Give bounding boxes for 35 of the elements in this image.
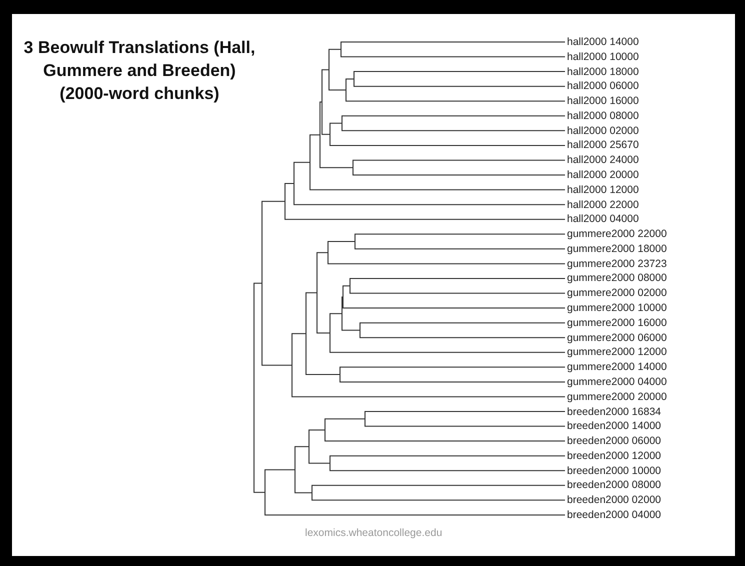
leaf-label: breeden2000 08000 [567, 479, 662, 492]
leaf-label: gummere2000 08000 [567, 272, 667, 284]
leaf-label: gummere2000 10000 [567, 302, 667, 314]
leaf-label: breeden2000 02000 [567, 494, 662, 506]
leaf-label: breeden2000 14000 [567, 420, 662, 432]
leaf-label: hall2000 12000 [567, 184, 639, 196]
leaf-label: hall2000 22000 [567, 198, 639, 211]
leaf-label: hall2000 14000 [567, 36, 639, 48]
leaf-label: gummere2000 16000 [567, 316, 667, 329]
chart-title: 3 Beowulf Translations (Hall, Gummere and Breeden) (2000-word chunks) [22, 37, 256, 105]
leaf-label: hall2000 04000 [567, 213, 639, 226]
source-url: lexomics.wheatoncollege.edu [305, 527, 442, 539]
leaf-label: gummere2000 04000 [567, 376, 667, 388]
leaf-label: hall2000 24000 [567, 154, 639, 166]
leaf-label: breeden2000 16834 [567, 406, 662, 418]
leaf-label: hall2000 20000 [567, 169, 639, 182]
leaf-label: hall2000 25670 [567, 139, 639, 152]
leaf-label: gummere2000 18000 [567, 242, 667, 255]
leaf-label: gummere2000 23723 [567, 258, 667, 270]
leaf-label: breeden2000 04000 [567, 508, 662, 521]
leaf-label: gummere2000 14000 [567, 361, 667, 374]
leaf-label: gummere2000 20000 [567, 390, 667, 403]
leaf-label: hall2000 16000 [567, 95, 639, 108]
leaf-label: hall2000 10000 [567, 50, 639, 63]
leaf-label: breeden2000 10000 [567, 464, 662, 477]
leaf-label: gummere2000 02000 [567, 287, 667, 300]
leaf-label: hall2000 02000 [567, 124, 639, 137]
leaf-label: breeden2000 06000 [567, 435, 662, 448]
leaf-label: breeden2000 12000 [567, 450, 662, 462]
leaf-label: hall2000 06000 [567, 80, 639, 92]
leaf-label: gummere2000 12000 [567, 346, 667, 358]
leaf-label: hall2000 08000 [567, 110, 639, 122]
leaf-label: gummere2000 22000 [567, 228, 667, 240]
leaf-label: gummere2000 06000 [567, 332, 667, 344]
leaf-label: hall2000 18000 [567, 66, 639, 78]
